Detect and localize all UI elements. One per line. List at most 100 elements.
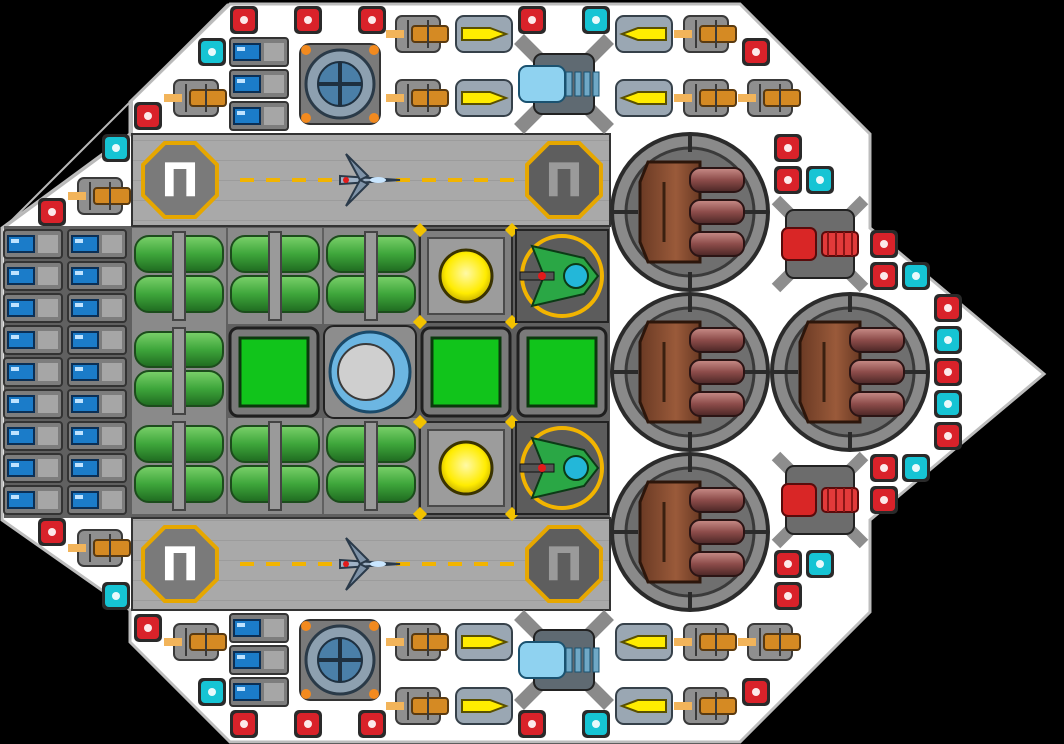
hangar-deck-label-exit: Π — [545, 537, 584, 591]
green-tank — [324, 228, 418, 324]
battery-cell — [3, 421, 63, 451]
cyan-power-node — [902, 262, 930, 290]
red-power-node — [742, 678, 770, 706]
green-tank — [324, 418, 418, 514]
red-power-node — [230, 710, 258, 738]
reactor-panel — [516, 326, 608, 418]
hangar-deck-label: Π — [161, 537, 200, 591]
red-power-node — [38, 518, 66, 546]
fighter-jet-icon — [339, 153, 401, 207]
battery-cell — [67, 293, 127, 323]
battery-cell — [229, 677, 289, 707]
red-power-node — [742, 38, 770, 66]
battery-cell — [67, 389, 127, 419]
green-tank — [132, 228, 226, 324]
battery-cell — [67, 325, 127, 355]
red-power-node — [774, 134, 802, 162]
yellow-missile — [615, 687, 673, 725]
battery-cell — [3, 453, 63, 483]
cyan-power-node — [582, 710, 610, 738]
fighter-jet-icon — [339, 537, 401, 591]
red-power-node — [518, 710, 546, 738]
red-turret — [771, 451, 869, 549]
orange-cannon — [68, 177, 131, 215]
red-power-node — [358, 6, 386, 34]
orange-cannon — [674, 79, 737, 117]
orange-cannon — [674, 623, 737, 661]
red-power-node — [934, 358, 962, 386]
battery-cell — [3, 485, 63, 515]
red-power-node — [774, 550, 802, 578]
battery-cell — [3, 389, 63, 419]
red-power-node — [934, 422, 962, 450]
cyan-power-node — [934, 326, 962, 354]
red-power-node — [358, 710, 386, 738]
cyan-power-node — [102, 134, 130, 162]
yellow-missile — [455, 15, 513, 53]
red-power-node — [294, 6, 322, 34]
yellow-core — [412, 414, 520, 522]
green-tank — [132, 418, 226, 514]
red-turret — [771, 195, 869, 293]
orange-cannon — [674, 687, 737, 725]
battery-cell — [67, 485, 127, 515]
brown-turret — [610, 292, 770, 452]
orange-cannon — [386, 687, 449, 725]
cyan-power-node — [902, 454, 930, 482]
battery-cell — [229, 37, 289, 67]
orange-cannon — [164, 623, 227, 661]
red-power-node — [134, 614, 162, 642]
battery-cell — [3, 229, 63, 259]
orange-cannon — [674, 15, 737, 53]
cyan-power-node — [934, 390, 962, 418]
red-power-node — [38, 198, 66, 226]
green-turret — [515, 421, 609, 515]
battery-cell — [67, 261, 127, 291]
green-tank — [228, 418, 322, 514]
red-power-node — [934, 294, 962, 322]
red-power-node — [774, 582, 802, 610]
battery-cell — [67, 229, 127, 259]
cyan-power-node — [198, 38, 226, 66]
orange-cannon — [386, 15, 449, 53]
battery-cell — [3, 357, 63, 387]
red-power-node — [134, 102, 162, 130]
gear-generator — [299, 43, 381, 125]
battery-cell — [67, 453, 127, 483]
red-power-node — [870, 486, 898, 514]
green-tank — [228, 228, 322, 324]
green-turret — [515, 229, 609, 323]
cyan-power-node — [806, 166, 834, 194]
brown-turret — [610, 132, 770, 292]
orange-cannon — [164, 79, 227, 117]
orange-cannon — [68, 529, 131, 567]
orange-cannon — [386, 623, 449, 661]
reactor-panel — [420, 326, 512, 418]
battery-cell — [229, 613, 289, 643]
yellow-missile — [455, 687, 513, 725]
hangar-deck-label-exit: Π — [545, 153, 584, 207]
brown-turret — [770, 292, 930, 452]
battery-cell — [229, 69, 289, 99]
battery-cell — [3, 293, 63, 323]
cross-cannon — [514, 34, 614, 134]
red-power-node — [294, 710, 322, 738]
red-power-node — [774, 166, 802, 194]
green-tank — [132, 324, 226, 418]
battery-cell — [3, 261, 63, 291]
battery-cell — [229, 645, 289, 675]
yellow-core — [412, 222, 520, 330]
reactor-panel — [228, 326, 320, 418]
red-power-node — [230, 6, 258, 34]
red-power-node — [870, 454, 898, 482]
orange-cannon — [738, 623, 801, 661]
battery-cell — [229, 101, 289, 131]
yellow-missile — [455, 623, 513, 661]
yellow-missile — [615, 79, 673, 117]
battery-cell — [3, 325, 63, 355]
orange-cannon — [738, 79, 801, 117]
